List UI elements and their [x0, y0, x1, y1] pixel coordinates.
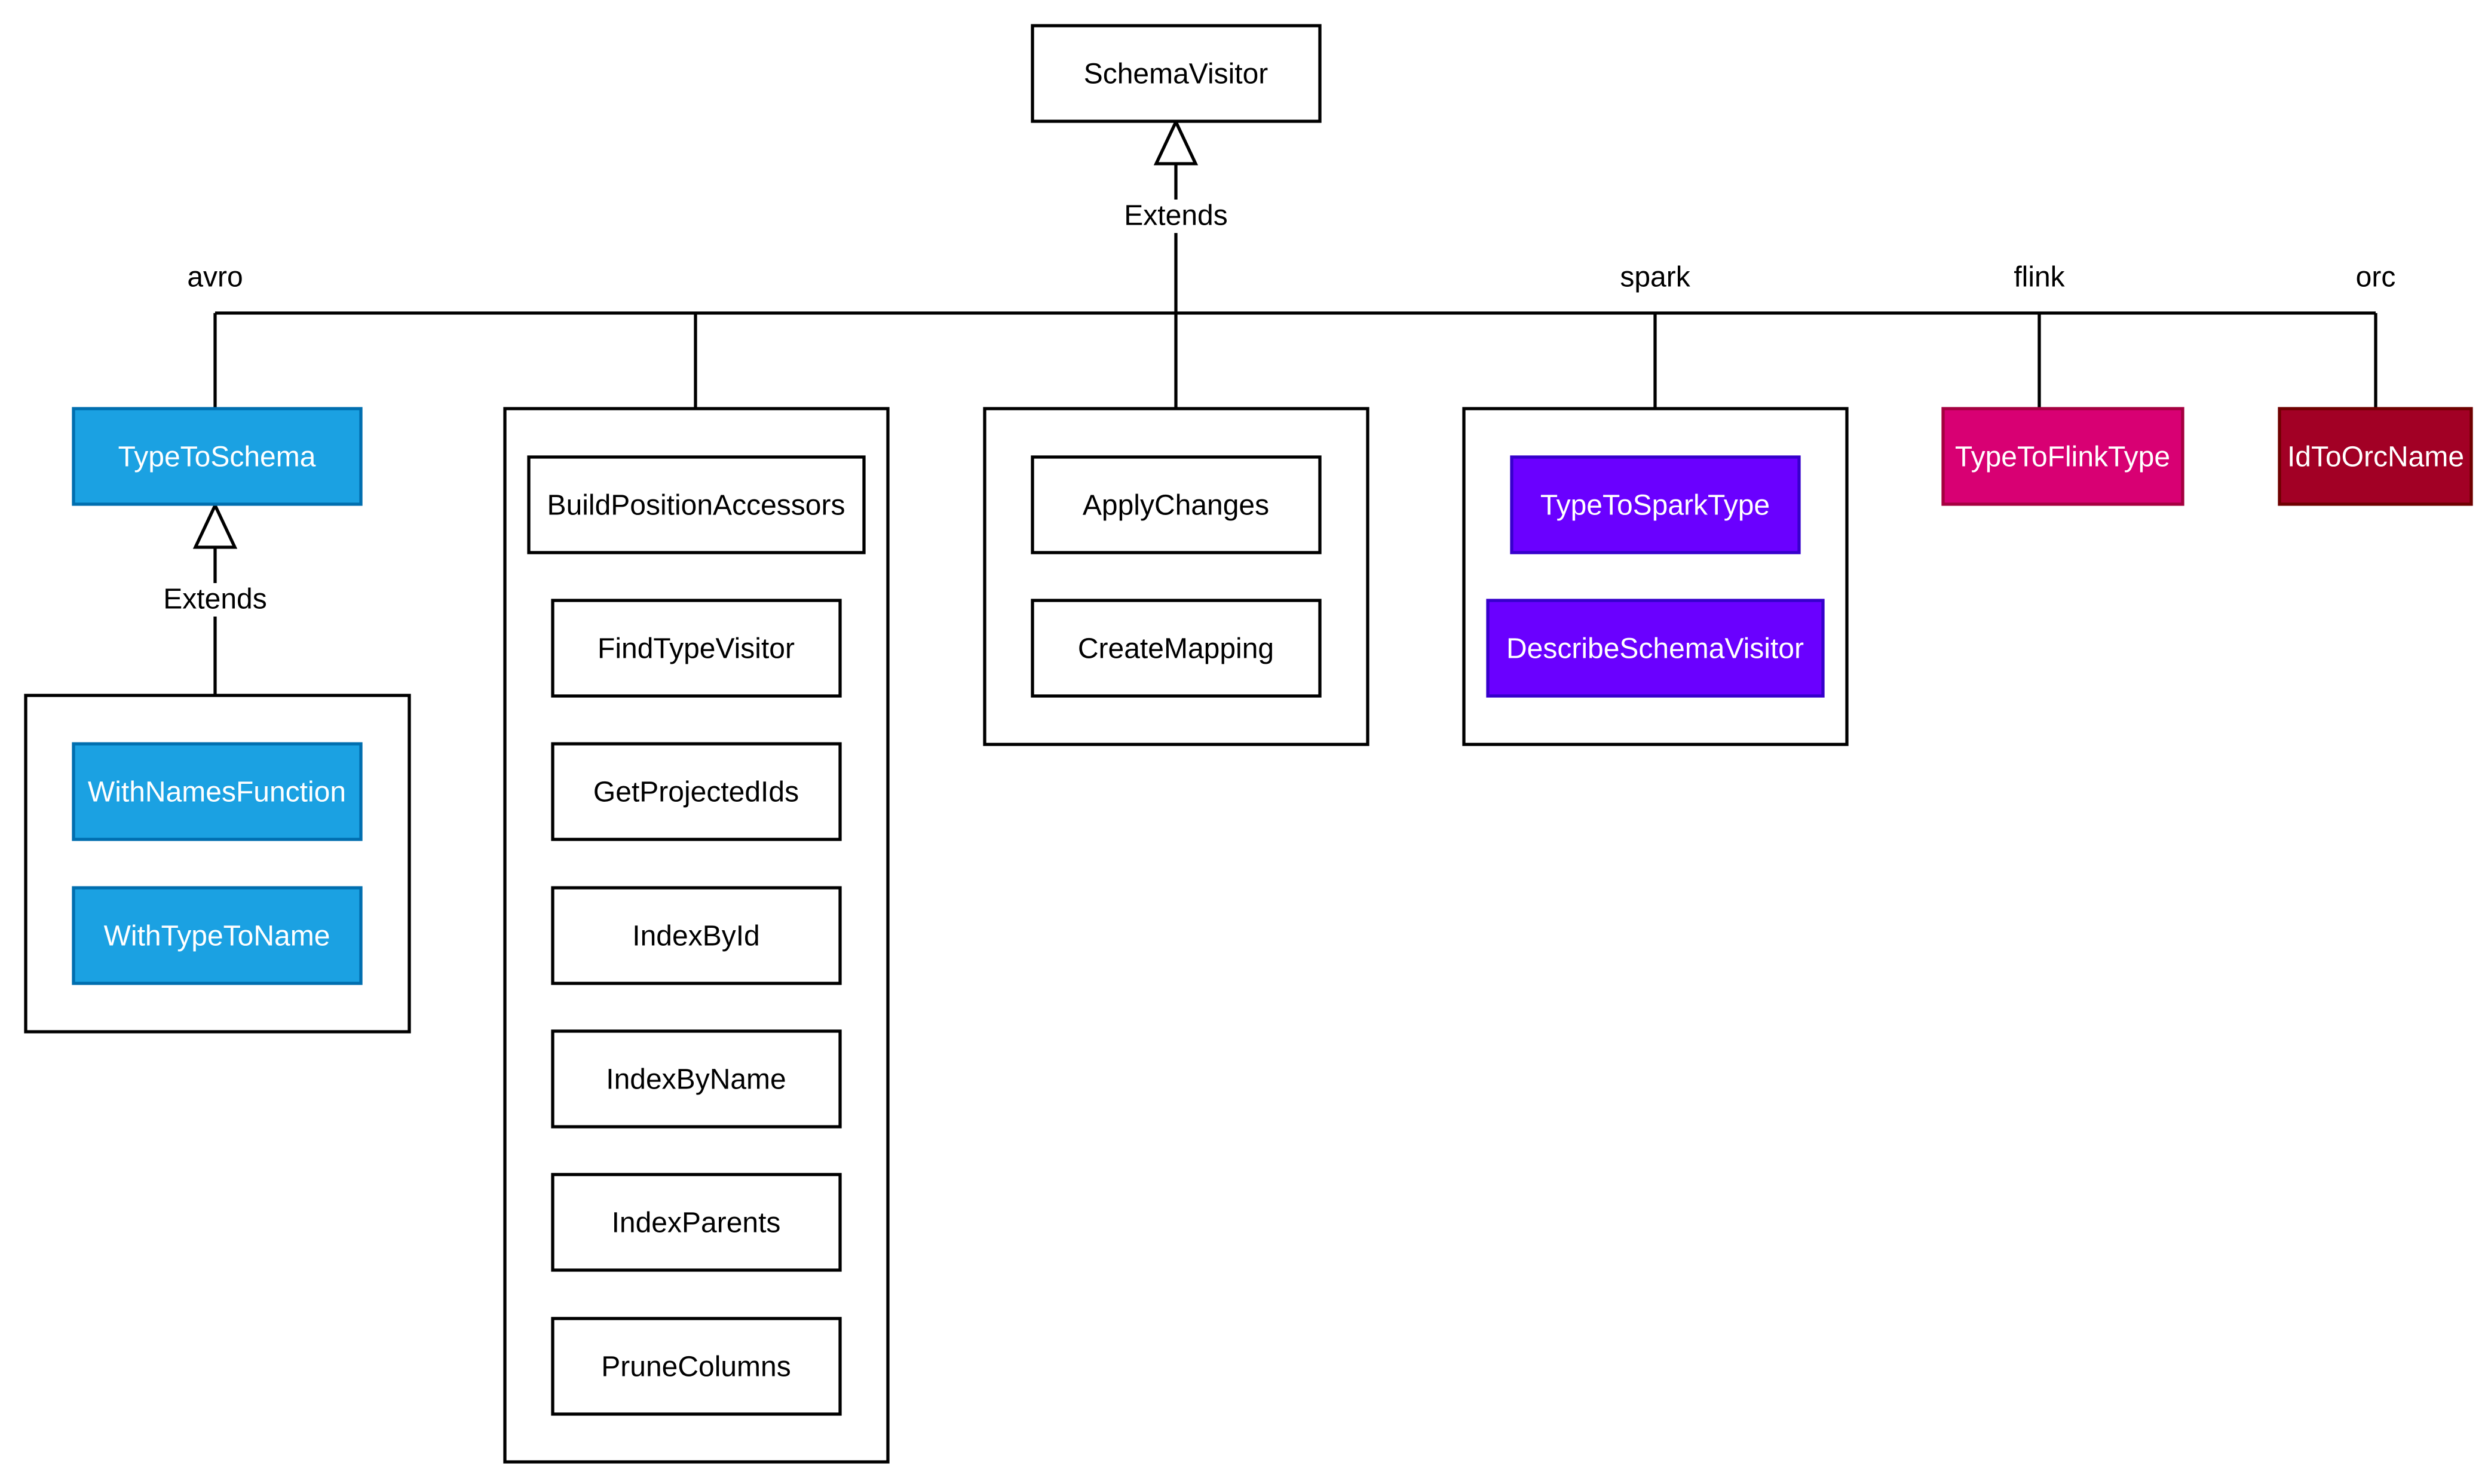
find-type-visitor-label: FindTypeVisitor	[598, 633, 795, 665]
extends-arrowhead-root	[1153, 118, 1199, 165]
type-to-schema-node[interactable]: TypeToSchema	[72, 407, 363, 506]
get-projected-ids-node[interactable]: GetProjectedIds	[551, 742, 842, 841]
apply-changes-label: ApplyChanges	[1083, 490, 1269, 522]
build-position-accessors-label: BuildPositionAccessors	[547, 490, 845, 522]
package-label-flink: flink	[2014, 262, 2065, 293]
package-label-orc: orc	[2356, 262, 2396, 293]
with-names-function-label: WithNamesFunction	[88, 777, 346, 808]
index-by-name-label: IndexByName	[606, 1064, 786, 1096]
id-to-orc-name-label: IdToOrcName	[2287, 441, 2464, 473]
create-mapping-label: CreateMapping	[1078, 633, 1274, 665]
schema-visitor-node[interactable]: SchemaVisitor	[1031, 24, 1322, 123]
type-to-schema-label: TypeToSchema	[118, 441, 316, 473]
schema-visitor-label: SchemaVisitor	[1084, 59, 1268, 90]
describe-schema-visitor-node[interactable]: DescribeSchemaVisitor	[1486, 599, 1825, 698]
package-label-avro: avro	[187, 262, 243, 293]
find-type-visitor-node[interactable]: FindTypeVisitor	[551, 599, 842, 698]
type-to-spark-type-node[interactable]: TypeToSparkType	[1510, 455, 1801, 554]
describe-schema-visitor-label: DescribeSchemaVisitor	[1506, 633, 1804, 665]
connectors	[213, 164, 2377, 695]
index-parents-label: IndexParents	[612, 1207, 781, 1239]
index-by-id-label: IndexById	[632, 921, 759, 952]
extends-label-root: Extends	[1124, 200, 1227, 232]
extends-label-bg-root	[1123, 200, 1228, 233]
with-names-function-node[interactable]: WithNamesFunction	[72, 742, 363, 841]
build-position-accessors-node[interactable]: BuildPositionAccessors	[527, 455, 866, 554]
with-type-to-name-node[interactable]: WithTypeToName	[72, 886, 363, 985]
with-type-to-name-label: WithTypeToName	[104, 921, 330, 952]
type-to-flink-type-label: TypeToFlinkType	[1955, 441, 2170, 473]
index-parents-node[interactable]: IndexParents	[551, 1173, 842, 1272]
extends-label-bg-avro	[163, 583, 268, 617]
extends-label-avro: Extends	[163, 584, 266, 615]
extends-arrowhead-avro	[192, 501, 238, 549]
create-mapping-node[interactable]: CreateMapping	[1031, 599, 1322, 698]
prune-columns-node[interactable]: PruneColumns	[551, 1317, 842, 1416]
get-projected-ids-label: GetProjectedIds	[593, 777, 799, 808]
type-to-flink-type-node[interactable]: TypeToFlinkType	[1941, 407, 2184, 506]
prune-columns-label: PruneColumns	[601, 1351, 790, 1383]
package-label-spark: spark	[1620, 262, 1690, 293]
index-by-id-node[interactable]: IndexById	[551, 886, 842, 985]
type-to-spark-type-label: TypeToSparkType	[1540, 490, 1770, 522]
index-by-name-node[interactable]: IndexByName	[551, 1029, 842, 1129]
apply-changes-node[interactable]: ApplyChanges	[1031, 455, 1322, 554]
id-to-orc-name-node[interactable]: IdToOrcName	[2278, 407, 2473, 506]
